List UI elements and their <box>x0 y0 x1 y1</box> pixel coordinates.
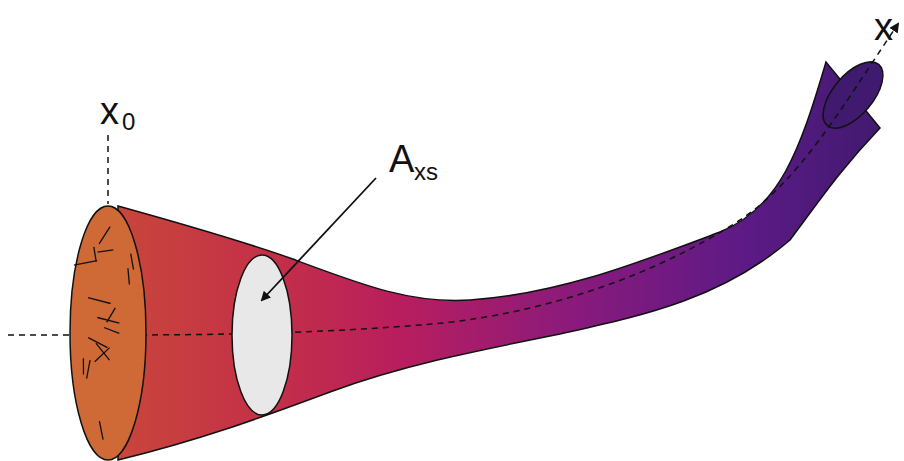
fiber-strokes <box>74 227 134 440</box>
fiber-stroke <box>87 360 91 379</box>
fiber-stroke <box>131 254 134 270</box>
fiber-stroke <box>83 358 84 374</box>
fiber-face <box>70 206 146 460</box>
leader-arrow <box>262 178 376 300</box>
fiber-stroke <box>88 298 111 304</box>
fiber-stroke <box>99 421 103 440</box>
subscript-label: xs <box>414 160 438 184</box>
fiber-stroke <box>107 308 116 322</box>
tube-body <box>118 62 880 460</box>
fiber-stroke <box>95 348 110 362</box>
end-face <box>812 52 894 139</box>
axis-label: x <box>874 8 893 46</box>
fiber-stroke <box>104 328 119 334</box>
fiber-stroke <box>99 227 110 244</box>
fiber-stroke <box>74 261 97 266</box>
axis-line <box>8 334 72 336</box>
fiber-stroke <box>94 247 96 262</box>
centerline <box>108 24 898 335</box>
x0-marker <box>107 135 109 204</box>
cross-section <box>232 255 292 415</box>
subscript-label: 0 <box>122 110 135 134</box>
axis-label: A <box>389 140 414 178</box>
fiber-stroke <box>98 250 114 252</box>
fiber-stroke <box>88 338 107 348</box>
fiber-stroke <box>128 268 129 284</box>
axis-label: x <box>100 92 119 130</box>
